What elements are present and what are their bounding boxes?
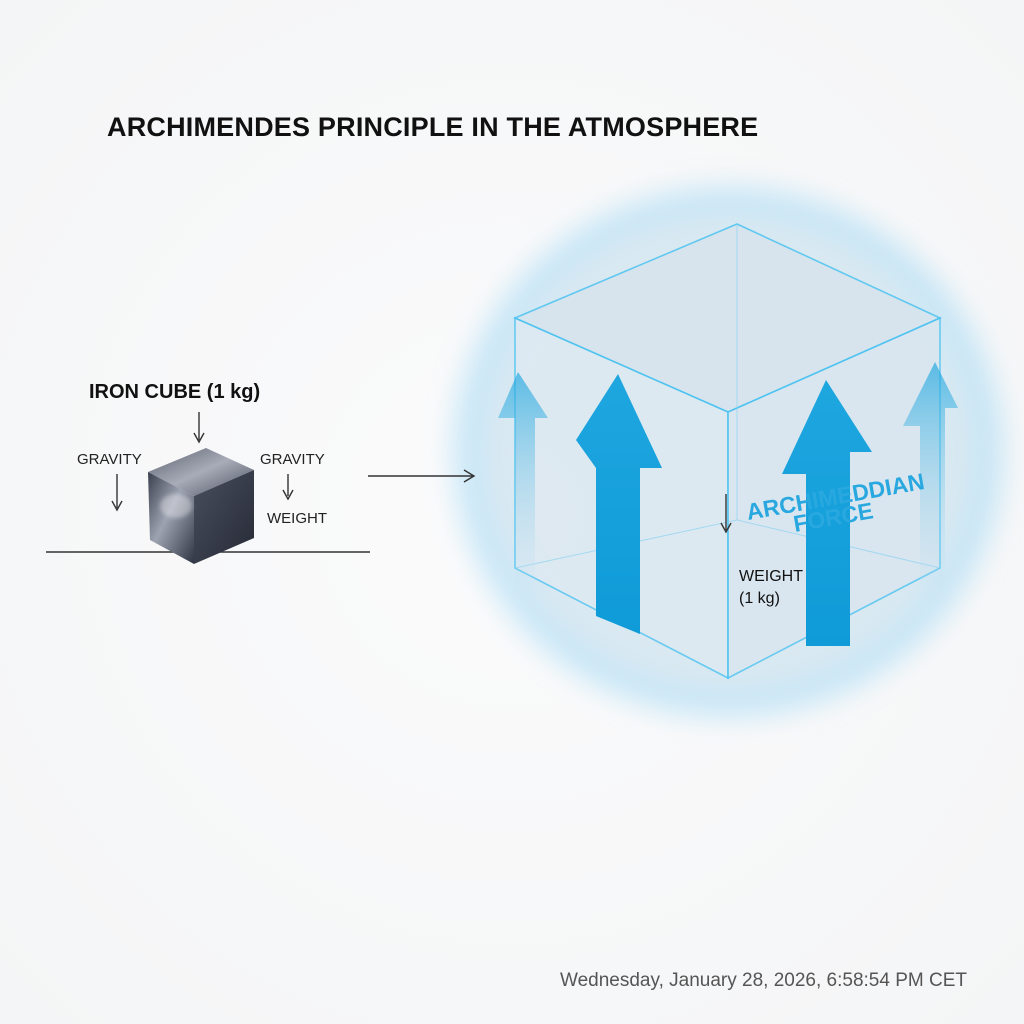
gravity-left-label: GRAVITY [77, 451, 142, 468]
weight-label: WEIGHT [267, 510, 327, 527]
diagram-title: ARCHIMENDES PRINCIPLE IN THE ATMOSPHERE [107, 112, 759, 142]
iron-cube [148, 448, 254, 564]
down-arrow-icon [193, 432, 205, 444]
big-cube-weight-line2: (1 kg) [739, 590, 780, 607]
big-cube-weight-label: WEIGHT (1 kg) [739, 566, 803, 610]
weight-arrow-icon [720, 522, 732, 534]
big-cube-weight-line1: WEIGHT [739, 568, 803, 585]
timestamp: Wednesday, January 28, 2026, 6:58:54 PM … [560, 970, 967, 991]
gravity-right-arrow-icon [282, 489, 294, 501]
gravity-left-arrow-icon [111, 500, 123, 512]
faded-arrow-left [498, 372, 548, 600]
buoyancy-arrow-left [576, 374, 662, 634]
arrow-right-icon [463, 469, 476, 483]
iron-cube-label: IRON CUBE (1 kg) [89, 381, 261, 403]
faded-arrow-right [903, 362, 958, 600]
buoyancy-arrow-right [782, 380, 872, 646]
gravity-right-label: GRAVITY [260, 451, 325, 468]
